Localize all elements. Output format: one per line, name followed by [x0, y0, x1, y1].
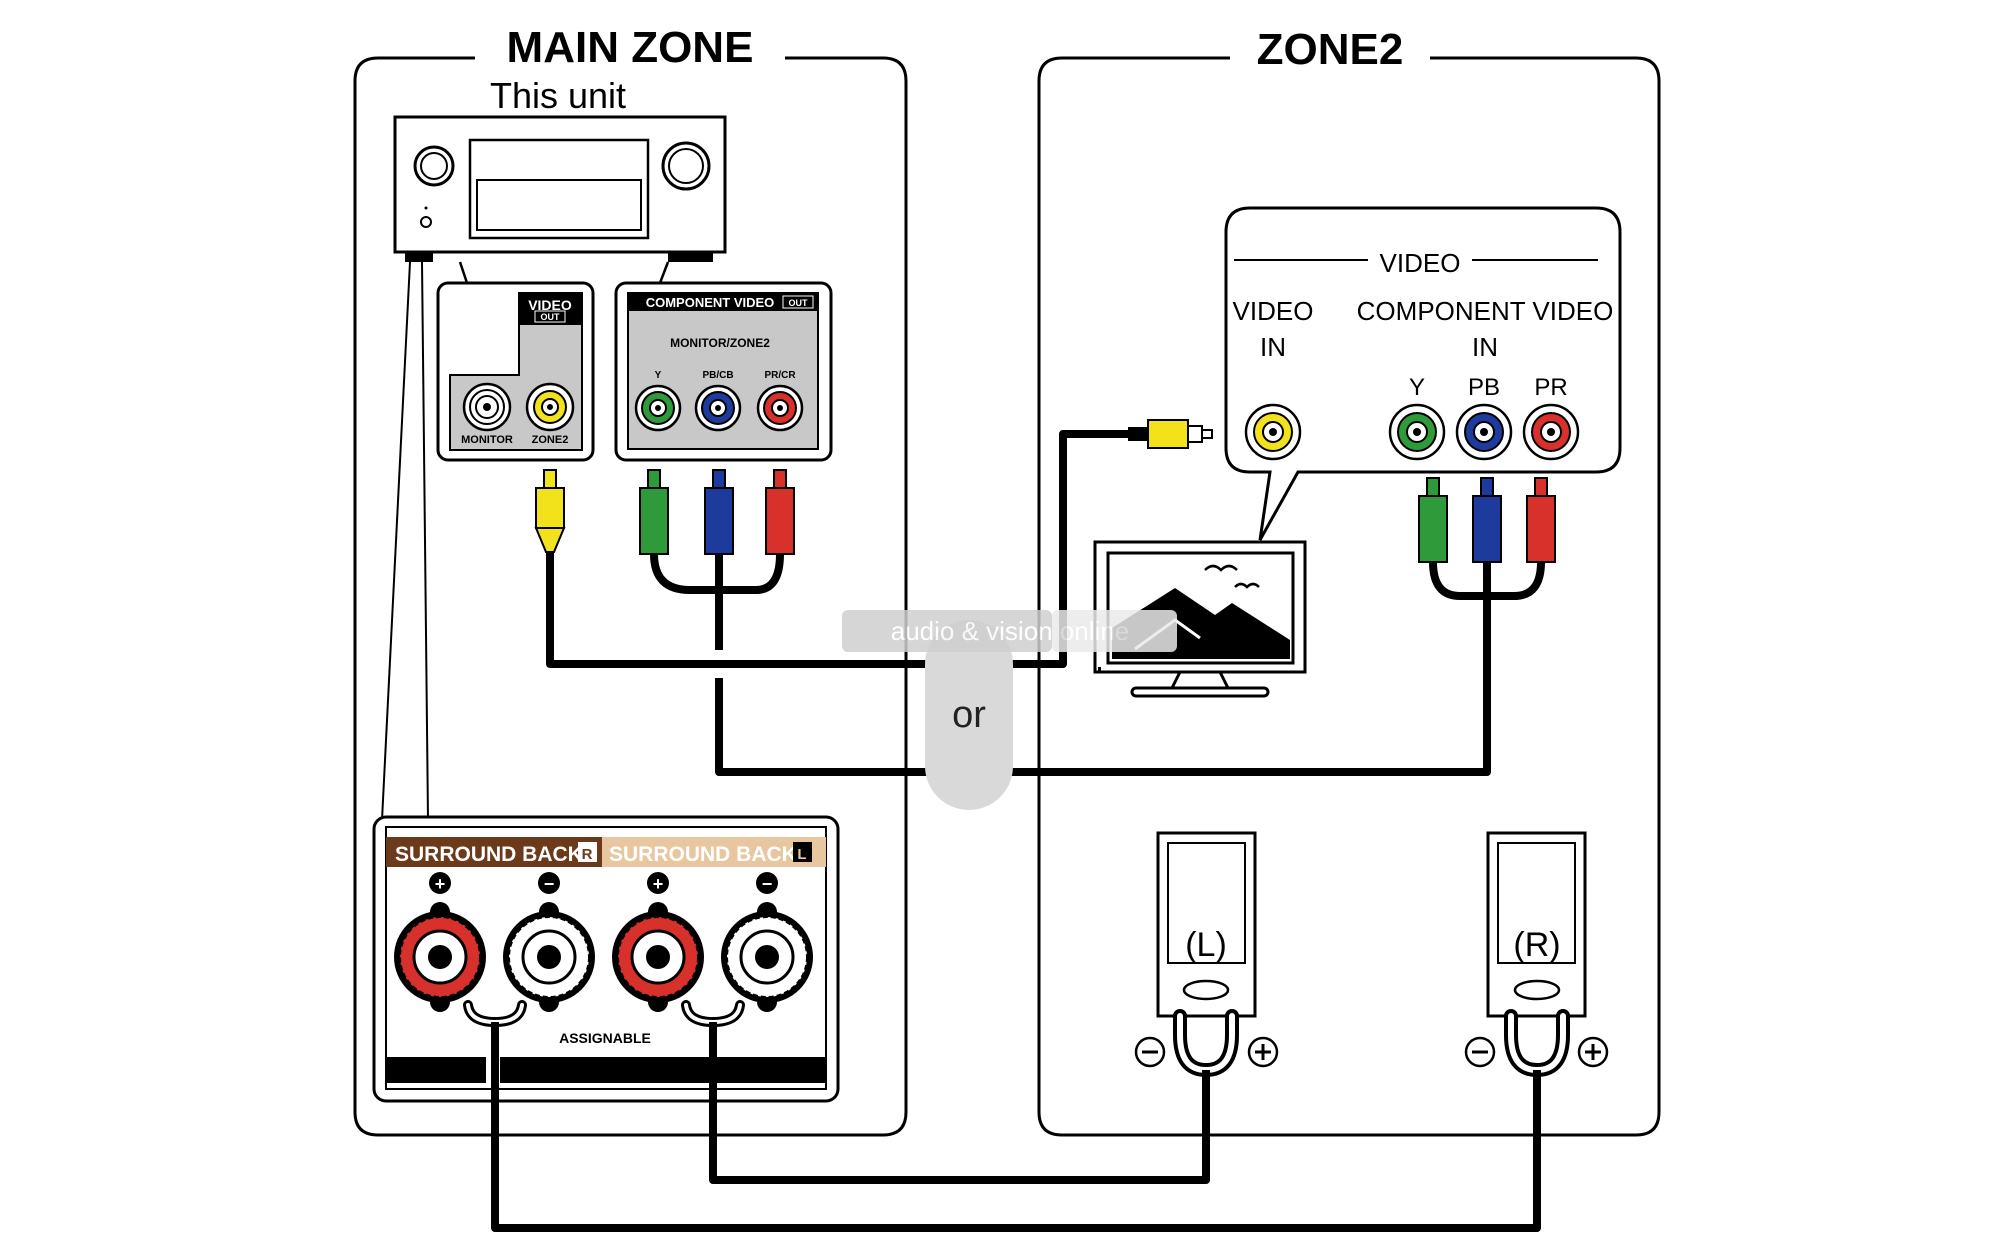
speaker-left-minus-icon	[1134, 1036, 1166, 1068]
video-out-panel: VIDEO OUT MONITOR ZONE2	[436, 281, 595, 462]
tv-video-callout: VIDEO VIDEO IN COMPONENT VIDEO IN Y PB P…	[1224, 206, 1622, 541]
plus-icon: +	[429, 872, 451, 894]
tv-component-y-in-jack[interactable]	[1388, 403, 1446, 461]
svg-text:+: +	[653, 874, 664, 894]
zone2-video-jack[interactable]	[525, 382, 575, 432]
plus-icon: +	[647, 872, 669, 894]
zone2-title: ZONE2	[1257, 25, 1404, 74]
surround-back-l-minus-terminal[interactable]	[721, 902, 813, 1012]
zone2-green-plug	[1418, 477, 1448, 563]
svg-text:ZONE2: ZONE2	[532, 434, 569, 446]
video-cables	[546, 430, 1545, 776]
minus-icon: −	[756, 872, 778, 894]
svg-text:IN: IN	[1472, 332, 1498, 362]
speaker-left: (L)	[1156, 831, 1257, 1018]
or-separator: or	[925, 620, 1013, 810]
svg-text:PB/CB: PB/CB	[702, 370, 733, 381]
av-receiver	[393, 115, 727, 262]
watermark: audio & vision online	[842, 610, 1177, 652]
svg-text:VIDEO: VIDEO	[528, 297, 572, 313]
zone2-red-plug	[1526, 477, 1556, 563]
svg-text:PB: PB	[1468, 374, 1500, 401]
svg-text:Y: Y	[1409, 374, 1425, 401]
tv-video-in-jack[interactable]	[1244, 403, 1302, 461]
speaker-cables	[491, 1022, 1541, 1232]
svg-text:(L): (L)	[1185, 926, 1227, 964]
speaker-right-plus-icon	[1577, 1036, 1609, 1068]
svg-text:COMPONENT VIDEO: COMPONENT VIDEO	[1357, 296, 1614, 326]
red-component-plug	[765, 469, 795, 555]
svg-text:VIDEO: VIDEO	[1233, 296, 1314, 326]
surround-back-r-minus-terminal[interactable]	[503, 902, 595, 1012]
svg-text:−: −	[544, 874, 555, 894]
zone2-blue-plug	[1472, 477, 1502, 563]
surround-back-l-plus-terminal[interactable]	[612, 902, 704, 1012]
tv-yellow-plug	[1128, 419, 1213, 449]
green-component-plug	[639, 469, 669, 555]
svg-text:IN: IN	[1260, 332, 1286, 362]
svg-text:MONITOR: MONITOR	[461, 434, 513, 446]
svg-text:OUT: OUT	[541, 312, 561, 322]
svg-text:R: R	[582, 846, 593, 863]
main-zone-title: MAIN ZONE	[507, 23, 754, 72]
tv-component-pb-in-jack[interactable]	[1455, 403, 1513, 461]
svg-text:+: +	[435, 874, 446, 894]
yellow-video-plug	[534, 469, 566, 553]
svg-text:audio & vision online: audio & vision online	[891, 616, 1130, 646]
svg-text:MONITOR/ZONE2: MONITOR/ZONE2	[670, 336, 770, 350]
svg-text:OUT: OUT	[789, 298, 809, 308]
svg-text:PR/CR: PR/CR	[764, 370, 796, 381]
this-unit-label: This unit	[490, 75, 626, 116]
surround-back-terminal-panel: SURROUND BACK R SURROUND BACK L + − + −	[372, 815, 840, 1103]
speaker-left-plus-icon	[1247, 1036, 1279, 1068]
zone2-frame	[1037, 56, 1661, 1137]
svg-text:VIDEO: VIDEO	[1380, 248, 1461, 278]
svg-text:or: or	[952, 694, 986, 736]
svg-text:Y: Y	[655, 370, 662, 381]
svg-text:PR: PR	[1534, 374, 1567, 401]
main-zone-frame	[353, 56, 908, 1137]
tv-component-pr-in-jack[interactable]	[1522, 403, 1580, 461]
monitor-video-jack[interactable]	[462, 382, 512, 432]
svg-text:−: −	[762, 874, 773, 894]
component-y-out-jack[interactable]	[634, 384, 682, 432]
svg-text:(R): (R)	[1513, 926, 1560, 964]
blue-component-plug	[704, 469, 734, 555]
svg-text:ASSIGNABLE: ASSIGNABLE	[559, 1030, 651, 1046]
minus-icon: −	[538, 872, 560, 894]
speaker-right-minus-icon	[1464, 1036, 1496, 1068]
speaker-right: (R)	[1486, 831, 1587, 1018]
svg-text:L: L	[797, 846, 806, 863]
component-pr-out-jack[interactable]	[756, 384, 804, 432]
surround-back-r-plus-terminal[interactable]	[394, 902, 486, 1012]
component-pb-out-jack[interactable]	[694, 384, 742, 432]
svg-text:SURROUND BACK: SURROUND BACK	[395, 843, 583, 866]
svg-text:SURROUND BACK: SURROUND BACK	[609, 843, 797, 866]
component-video-out-panel: COMPONENT VIDEO OUT MONITOR/ZONE2 Y PB/C…	[614, 281, 833, 462]
svg-text:COMPONENT VIDEO: COMPONENT VIDEO	[646, 295, 775, 310]
